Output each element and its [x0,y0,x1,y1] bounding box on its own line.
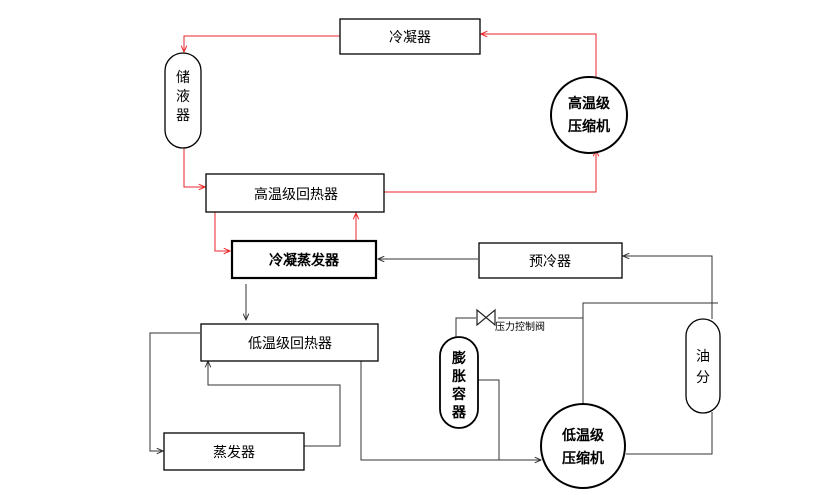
lt-regenerator-label: 低温级回热器 [248,336,332,352]
pipe-expansion-vessel-to-lt-line [478,379,500,460]
lt-compressor-label-2: 压缩机 [562,450,604,467]
cascade-label: 冷凝蒸发器 [269,252,340,269]
pipe-ht-compressor-to-condenser [481,34,597,80]
ht-regenerator-box: 高温级回热器 [205,173,385,213]
expansion-vessel: 膨 胀 容 器 [439,336,479,429]
pipe-valve-to-expansion-vessel [455,317,476,337]
pipe-condenser-to-receiver [184,35,340,52]
expansion-vessel-label-3: 容 [451,386,466,403]
ht-compressor-label-2: 压缩机 [568,118,610,135]
receiver-label-1: 储 [176,70,190,86]
pipe-ht-regenerator-to-cascade [214,212,230,251]
pipe-ht-regenerator-to-ht-compressor [384,150,596,193]
lt-compressor-label-1: 低温级 [561,427,605,444]
pipe-lt-regenerator-to-evaporator [149,332,200,451]
oil-separator-label-1: 油 [696,349,710,365]
oil-separator: 油 分 [685,318,721,414]
receiver-vessel: 储 液 器 [164,52,202,149]
precooler-box: 预冷器 [478,242,623,279]
evaporator-box: 蒸发器 [163,432,305,471]
pipe-oil-separator-to-precooler [623,256,713,319]
ht-compressor: 高温级 压缩机 [550,76,628,154]
ht-regenerator-label: 高温级回热器 [254,186,338,203]
pressure-valve-label: 压力控制阀 [495,320,545,333]
low-temp-loop [149,256,718,460]
pipe-lt-regenerator-to-lt-compressor [360,360,541,460]
pipe-lt-compressor-to-valve [582,302,718,408]
high-temp-loop [184,34,596,251]
lt-regenerator-box: 低温级回热器 [200,323,379,362]
expansion-vessel-label-1: 膨 [452,350,466,367]
cascade-box: 冷凝蒸发器 [230,239,378,280]
pipe-receiver-to-ht-regenerator [183,148,205,187]
condenser-box: 冷凝器 [339,18,481,55]
precooler-label: 预冷器 [529,254,571,270]
receiver-label-3: 器 [176,108,190,124]
pipe-lt-compressor-to-oil-separator [626,412,713,455]
expansion-vessel-label-2: 胀 [452,369,466,385]
oil-separator-label-2: 分 [696,370,710,386]
ht-compressor-label-1: 高温级 [568,95,611,112]
condenser-label: 冷凝器 [389,30,431,46]
pressure-control-valve [476,308,496,327]
receiver-label-2: 液 [176,89,190,105]
evaporator-label: 蒸发器 [213,445,255,461]
pipe-evaporator-to-lt-regenerator [208,361,341,447]
lt-compressor: 低温级 压缩机 [540,403,626,489]
valve-symbol-icon [476,308,496,327]
expansion-vessel-label-4: 器 [451,405,467,421]
